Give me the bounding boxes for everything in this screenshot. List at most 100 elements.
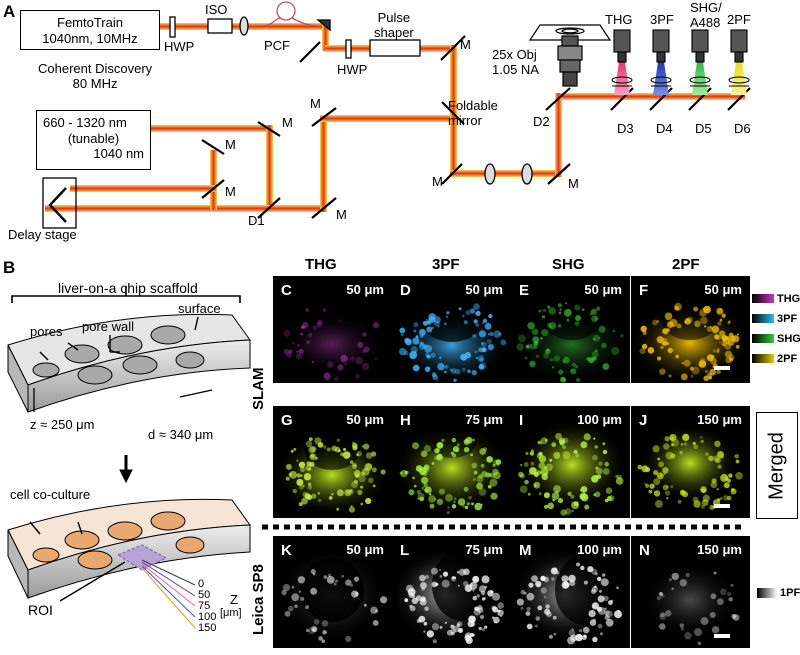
cell-speckle xyxy=(431,567,438,575)
d3-label: D3 xyxy=(617,121,634,136)
cell-speckle xyxy=(560,376,566,383)
cell-speckle xyxy=(308,446,316,454)
thg-image xyxy=(273,276,392,383)
cell-speckle xyxy=(419,496,425,502)
cell-speckle xyxy=(727,321,731,325)
panel-n: N 150 μm xyxy=(631,536,750,648)
cell-speckle xyxy=(537,470,542,475)
pores-label: pores xyxy=(30,324,63,339)
cell-speckle xyxy=(496,463,500,467)
cell-speckle xyxy=(682,491,689,498)
cell-speckle xyxy=(722,336,731,344)
cell-speckle xyxy=(357,489,363,495)
cell-speckle xyxy=(355,374,361,379)
cell-speckle xyxy=(535,580,542,588)
cell-speckle xyxy=(656,472,664,480)
cell-speckle xyxy=(473,319,478,324)
shg-line2: A488 xyxy=(690,14,721,30)
cell-speckle xyxy=(436,378,439,381)
cell-speckle xyxy=(290,449,294,453)
cell-speckle xyxy=(709,326,713,329)
cell-speckle xyxy=(420,450,428,458)
cell-speckle xyxy=(599,589,602,593)
cell-speckle xyxy=(436,448,440,452)
cell-speckle xyxy=(660,612,665,618)
cell-speckle xyxy=(298,502,303,507)
cell-speckle xyxy=(669,433,677,442)
cell-speckle xyxy=(693,306,699,312)
cell-speckle xyxy=(284,610,291,617)
pcf-label: PCF xyxy=(264,38,290,53)
cell-speckle xyxy=(527,322,535,330)
cell-speckle xyxy=(292,488,297,494)
cell-speckle xyxy=(337,364,344,371)
cell-speckle xyxy=(400,470,408,478)
cell-speckle xyxy=(417,492,425,500)
cell-speckle xyxy=(481,575,490,584)
cell-speckle xyxy=(478,626,482,631)
cell-speckle xyxy=(547,305,551,309)
row-label-slam: SLAM xyxy=(250,367,267,411)
cell-speckle xyxy=(493,330,502,338)
cell-speckle xyxy=(545,604,550,609)
col-header-shg: SHG xyxy=(552,256,585,273)
panel-letter-a: A xyxy=(3,2,16,21)
pulse-shaper-line2: shaper xyxy=(374,24,414,40)
cell-speckle xyxy=(361,362,370,371)
cell-speckle xyxy=(588,357,595,364)
cell-speckle xyxy=(604,615,610,621)
cell-speckle xyxy=(693,444,698,449)
cell-speckle xyxy=(671,438,680,447)
cell-speckle xyxy=(463,320,468,325)
cell-speckle xyxy=(431,461,435,465)
cell-speckle xyxy=(401,333,404,337)
cell-speckle xyxy=(668,578,672,582)
cell-speckle xyxy=(552,498,555,502)
panel-m: M 100 μm xyxy=(511,536,630,648)
cell-speckle xyxy=(354,464,357,467)
cell-speckle xyxy=(491,616,495,620)
panel-letter-b: B xyxy=(3,258,16,277)
cell-speckle xyxy=(414,350,417,354)
cell-speckle xyxy=(423,621,428,626)
cell-speckle xyxy=(350,356,355,362)
cell-speckle xyxy=(408,592,414,599)
cell-speckle xyxy=(737,333,739,336)
cell-speckle xyxy=(717,464,722,469)
cell-speckle xyxy=(642,331,647,335)
scale-bar xyxy=(714,504,730,508)
legend-label: 2PF xyxy=(777,353,798,365)
cell-speckle xyxy=(431,581,438,588)
cell-speckle xyxy=(735,344,740,349)
cell-speckle xyxy=(726,335,732,340)
cell-speckle xyxy=(528,473,531,476)
cell-speckle xyxy=(529,467,537,475)
cell-speckle xyxy=(580,489,583,492)
cell-speckle xyxy=(683,442,688,446)
cell-speckle xyxy=(343,356,347,360)
cell-speckle xyxy=(699,436,703,439)
cell-speckle xyxy=(362,349,366,354)
cell-speckle xyxy=(399,347,407,356)
cell-speckle xyxy=(444,370,447,374)
cell-speckle xyxy=(399,471,403,475)
cell-speckle xyxy=(473,470,478,475)
cell-speckle xyxy=(571,509,574,513)
cell-speckle xyxy=(423,483,428,488)
hwp-label: HWP xyxy=(164,39,195,54)
3pf-detector xyxy=(650,29,672,95)
cell-speckle xyxy=(700,439,704,443)
cell-speckle xyxy=(523,462,529,467)
cell-speckle xyxy=(723,495,729,501)
cell-speckle xyxy=(544,608,551,615)
cell-speckle xyxy=(419,598,427,606)
cell-speckle xyxy=(700,486,707,493)
cell-speckle xyxy=(717,321,722,326)
cell-speckle xyxy=(694,628,702,637)
cell-speckle xyxy=(360,502,364,506)
cell-speckle xyxy=(457,498,466,506)
cell-speckle xyxy=(533,481,541,489)
cell-speckle xyxy=(345,579,352,586)
legend-label: THG xyxy=(777,293,800,305)
cell-speckle xyxy=(735,472,743,480)
